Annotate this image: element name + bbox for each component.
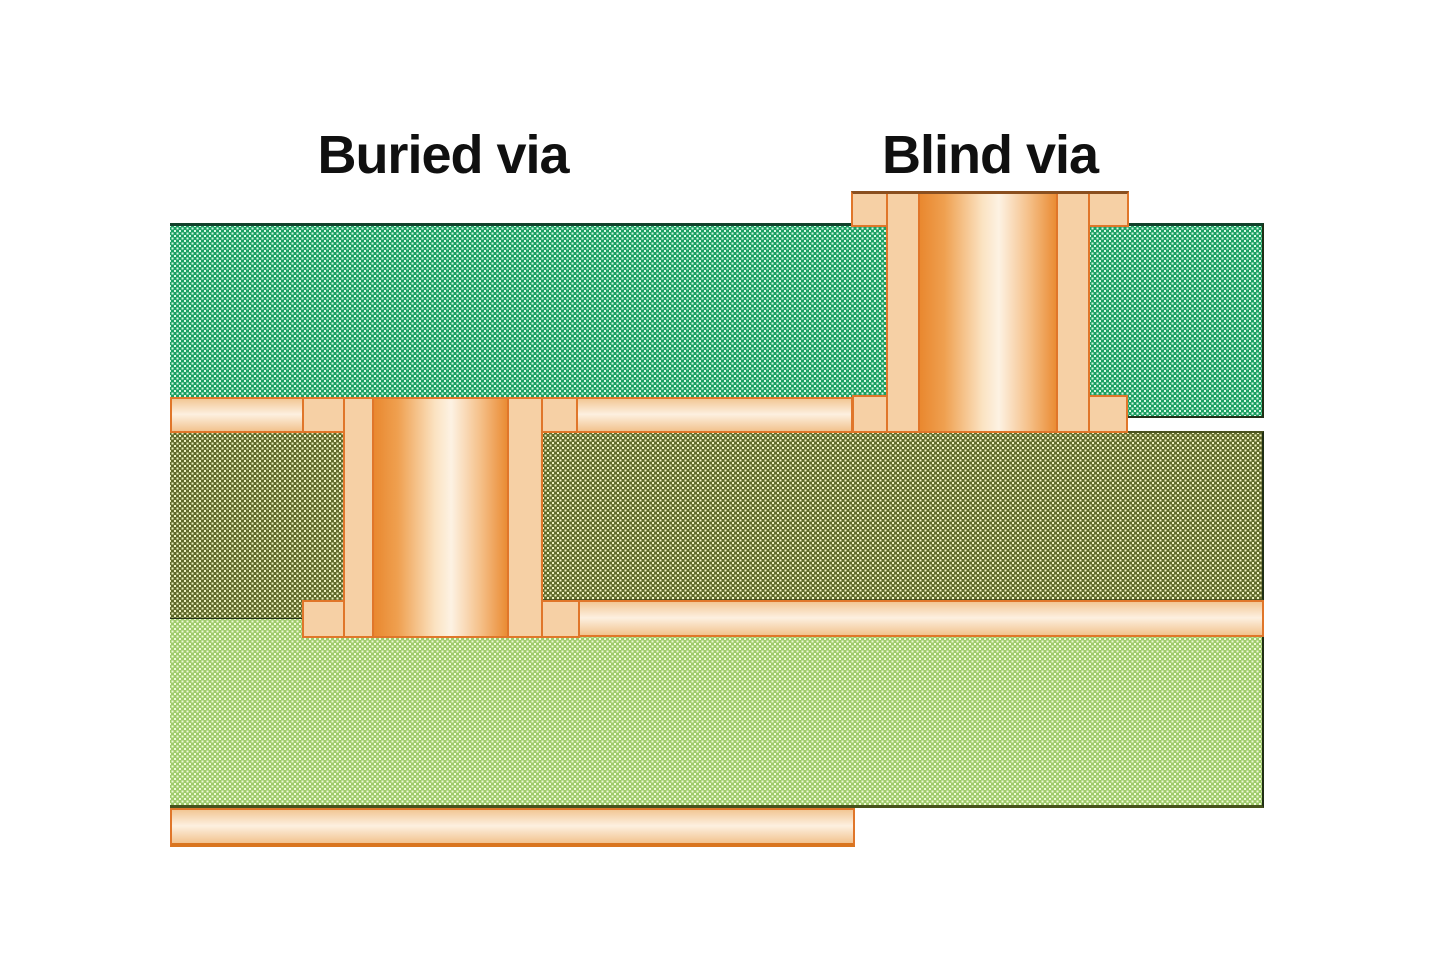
buried-via-barrel bbox=[372, 399, 509, 636]
core-dielectric-layer-left bbox=[170, 431, 343, 621]
blind-via-barrel bbox=[918, 194, 1058, 431]
bottom-dielectric-layer bbox=[170, 619, 1264, 808]
top-dielectric-layer-right bbox=[1090, 223, 1264, 418]
bottom-copper-trace bbox=[170, 808, 855, 847]
top-dielectric-layer-left bbox=[170, 223, 886, 400]
blind-via-label: Blind via bbox=[881, 125, 1099, 185]
lower-copper-trace-band bbox=[578, 600, 1264, 637]
buried-via-label: Buried via bbox=[317, 125, 569, 185]
core-dielectric-layer-main bbox=[543, 431, 1264, 601]
